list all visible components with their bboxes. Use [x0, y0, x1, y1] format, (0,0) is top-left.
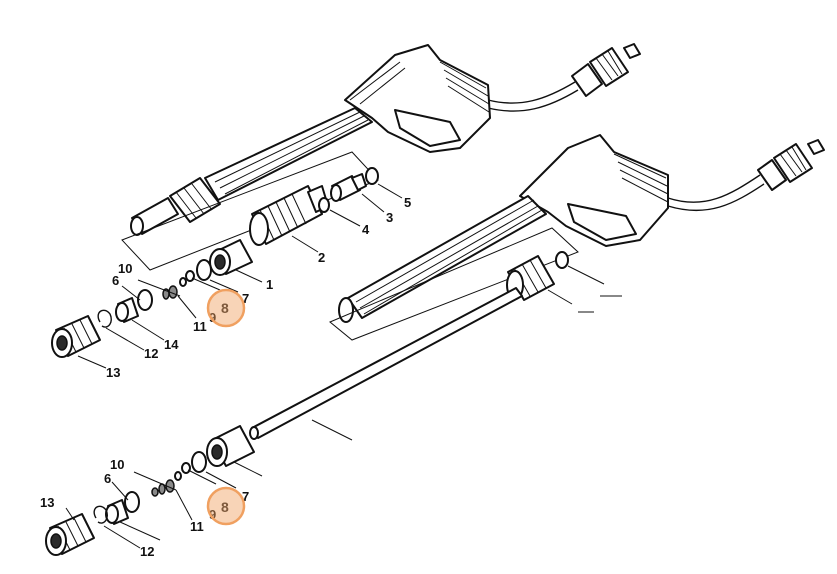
right-hose [667, 174, 761, 203]
right-gun-handle [519, 134, 669, 247]
top-label-2: 2 [318, 250, 325, 265]
top-parts [51, 167, 379, 358]
bottom-label-12: 12 [140, 544, 154, 559]
bottom-label-6: 6 [104, 471, 111, 486]
top-part-2 [249, 185, 329, 246]
top-label-8: 8 [221, 300, 229, 316]
extension-lance [249, 251, 605, 441]
bottom-label-13: 13 [40, 495, 54, 510]
bottom-part-10-oring [124, 491, 140, 513]
right-spray-gun [329, 134, 825, 341]
top-label-7: 7 [242, 291, 249, 306]
bottom-label-8: 8 [221, 499, 229, 515]
top-part-7-oring [196, 259, 212, 281]
top-part-14-clip [97, 309, 112, 328]
top-label-10: 10 [118, 261, 132, 276]
bottom-clip [93, 505, 108, 524]
extension-oring [555, 251, 569, 269]
right-part-plate [329, 227, 579, 341]
bottom-parts [45, 425, 263, 556]
top-label-4: 4 [362, 222, 370, 237]
top-leader-lines [77, 183, 403, 369]
top-labels: 1 2 3 4 5 6 7 8 9 10 11 12 13 14 [106, 195, 411, 380]
top-part-4-oring [318, 197, 330, 213]
top-spray-gun [121, 43, 641, 271]
top-lance-nut [169, 177, 221, 223]
top-label-3: 3 [386, 210, 393, 225]
top-hose [487, 81, 576, 104]
top-label-12: 12 [144, 346, 158, 361]
top-part-1 [209, 239, 253, 276]
bottom-part-13-cap [45, 513, 95, 556]
top-label-1: 1 [266, 277, 273, 292]
top-label-6: 6 [112, 273, 119, 288]
top-label-9: 9 [209, 310, 216, 325]
right-lance-tube [347, 195, 547, 319]
right-hose-connector [757, 139, 825, 191]
top-part-13-cap [51, 315, 101, 358]
top-label-13: 13 [106, 365, 120, 380]
bottom-highlight-circle [206, 486, 246, 526]
top-highlight-circle [206, 288, 246, 328]
bottom-leader-lines [65, 469, 237, 549]
bottom-part-7-oring [191, 451, 207, 473]
top-part-8 [185, 270, 195, 282]
top-label-14: 14 [164, 337, 179, 352]
bottom-large-nut [206, 425, 255, 467]
bottom-labels: 6 7 8 9 10 11 12 13 [40, 457, 249, 559]
bottom-label-10: 10 [110, 457, 124, 472]
top-part-6 [115, 297, 139, 323]
top-part-10-oring [137, 289, 153, 311]
bottom-label-11: 11 [190, 519, 204, 534]
top-part-9 [179, 277, 187, 287]
extension-rod [251, 287, 523, 439]
top-label-11: 11 [193, 319, 207, 334]
top-part-5-oring [365, 167, 379, 185]
bottom-part-6 [105, 499, 129, 525]
top-gun-handle [344, 44, 491, 153]
bottom-label-9: 9 [209, 507, 216, 522]
bottom-part-9 [174, 471, 182, 481]
top-part-3 [330, 173, 367, 202]
top-label-5: 5 [404, 195, 411, 210]
bottom-part-8 [181, 462, 191, 474]
top-hose-connector [571, 43, 641, 97]
bottom-label-7: 7 [242, 489, 249, 504]
